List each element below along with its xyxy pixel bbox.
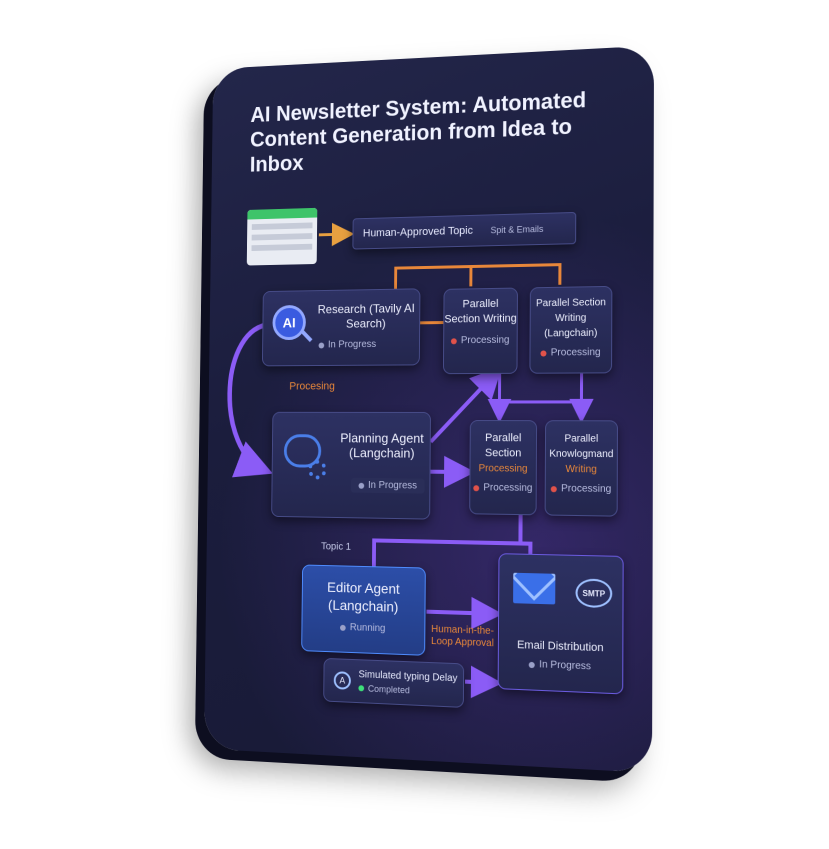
status-dot: [358, 482, 365, 489]
parallel-1-status: Processing: [444, 335, 517, 347]
parallel-2-status: Processing: [530, 347, 611, 359]
typing-status-text: Completed: [367, 683, 410, 696]
connector-typing-email: [465, 682, 495, 683]
topic-bar-extra: Spit & Emails: [490, 223, 544, 236]
parallel-section-node-3[interactable]: Parallel Section Processing Processing: [469, 420, 538, 516]
planning-agent-node[interactable]: Planning Agent (Langchain) In Progress: [271, 411, 431, 520]
brain-gear-icon: [283, 434, 331, 481]
typing-icon: A: [333, 671, 351, 690]
email-status-text: In Progress: [539, 659, 592, 673]
parallel-3-sub: Processing: [478, 463, 528, 475]
research-node[interactable]: AI Research (Tavily AI Search) In Progre…: [261, 288, 421, 367]
topic-bar-label: Human-Approved Topic: [362, 224, 473, 240]
parallel-4-sub: Writing: [565, 463, 597, 476]
editor-status-text: Running: [349, 622, 386, 635]
envelope-icon: [513, 572, 556, 605]
editor-title: Editor Agent (Langchain): [327, 578, 400, 615]
planning-status-text: In Progress: [367, 479, 418, 492]
status-dot: [358, 685, 365, 692]
parallel-2-status-text: Processing: [550, 346, 601, 359]
status-dot: [318, 342, 325, 348]
editor-agent-node[interactable]: Editor Agent (Langchain) Running: [301, 564, 426, 656]
parallel-4-status: Processing: [546, 483, 617, 495]
connector-doc-topic: [319, 234, 349, 235]
planning-title: Planning Agent (Langchain): [340, 430, 424, 461]
status-dot: [540, 349, 547, 357]
topic-label: Topic 1: [321, 541, 352, 553]
parallel-1-status-text: Processing: [460, 334, 510, 347]
connector-editor-email: [426, 612, 495, 614]
status-dot: [529, 661, 536, 668]
parallel-writing-node-2[interactable]: Parallel Section Writing (Langchain) Pro…: [529, 285, 613, 374]
typing-delay-node[interactable]: A Simulated typing Delay Completed: [323, 657, 465, 708]
status-dot: [551, 485, 558, 492]
email-status: In Progress: [499, 658, 623, 674]
processing-label: Procesing: [289, 380, 335, 393]
email-title: Email Distribution: [516, 638, 604, 655]
parallel-writing-node-1[interactable]: Parallel Section Writing Processing: [442, 287, 518, 375]
parallel-section-node-4[interactable]: Parallel Knowlogmand Writing Processing: [544, 420, 619, 517]
status-dot: [473, 484, 480, 491]
email-distribution-node[interactable]: SMTP Email Distribution In Progress: [497, 553, 624, 695]
status-dot: [451, 337, 458, 344]
connector-loop: [229, 325, 266, 470]
hitl-label: Human-in-the-Loop Approval: [431, 623, 495, 650]
ai-search-icon: AI: [272, 304, 313, 348]
typing-title: Simulated typing Delay: [358, 669, 458, 685]
topic-bar[interactable]: Human-Approved Topic Spit & Emails: [352, 211, 577, 250]
parallel-2-title: Parallel Section Writing (Langchain): [535, 297, 606, 340]
typing-status: Completed: [358, 683, 457, 697]
status-dot: [340, 624, 347, 631]
parallel-4-title: Parallel Knowlogmand: [549, 433, 614, 461]
smtp-badge: SMTP: [575, 578, 613, 609]
spreadsheet-icon: [246, 207, 318, 266]
ai-badge: AI: [272, 304, 307, 341]
research-title: Research (Tavily AI Search): [317, 301, 415, 331]
editor-status: Running: [302, 621, 424, 636]
planning-status: In Progress: [350, 477, 425, 494]
parallel-4-status-text: Processing: [561, 483, 612, 496]
connector-orange-top-2: [471, 265, 560, 287]
parallel-3-title: Parallel Section: [484, 432, 522, 460]
parallel-3-status: Processing: [470, 482, 535, 494]
parallel-3-status-text: Processing: [483, 482, 533, 494]
tablet-frame: AI Newsletter System: Automated Content …: [204, 45, 654, 773]
parallel-1-title: Parallel Section Writing: [444, 297, 517, 326]
research-status-text: In Progress: [327, 339, 377, 351]
research-status: In Progress: [318, 339, 377, 351]
